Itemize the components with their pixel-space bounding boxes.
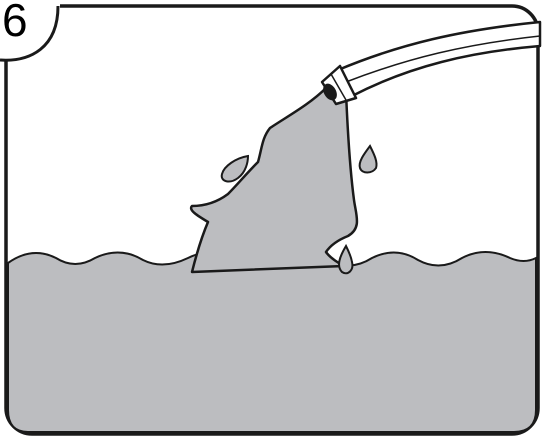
water-body xyxy=(8,252,536,432)
step-number: 6 xyxy=(2,0,28,46)
